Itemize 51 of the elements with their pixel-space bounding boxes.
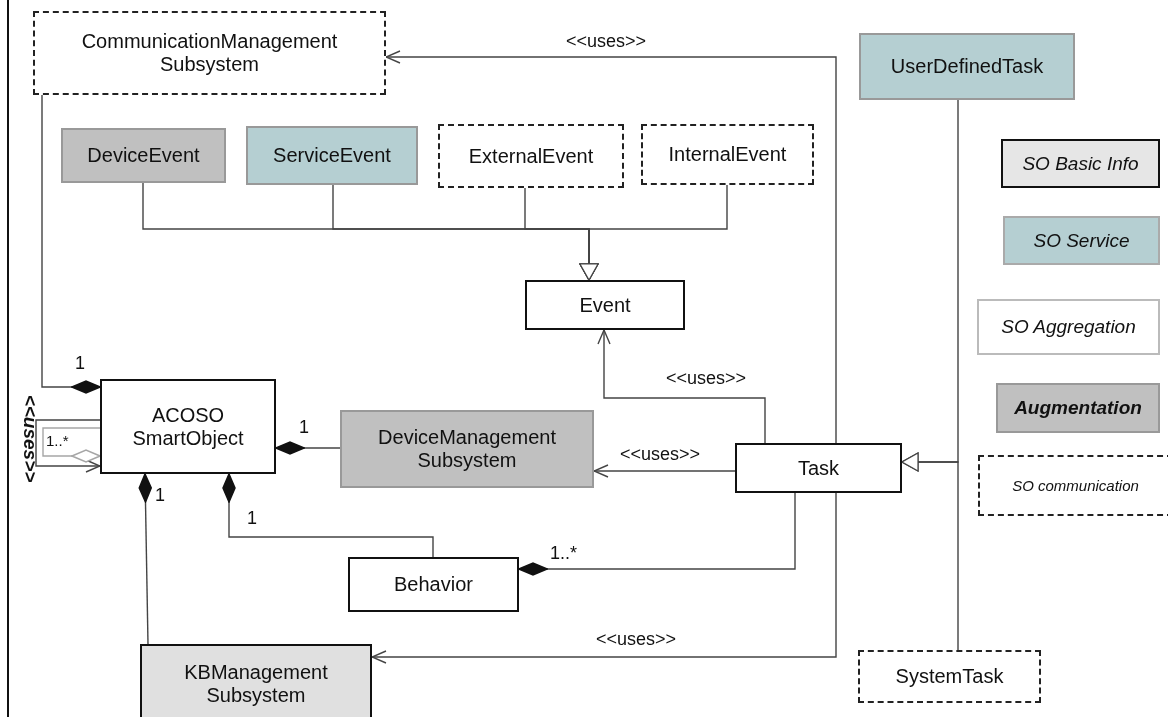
connector: [371, 492, 837, 664]
class-box: [858, 650, 1041, 703]
connector: [42, 427, 101, 463]
connector: [35, 419, 101, 473]
connector: [41, 94, 101, 394]
edge-label: 1..*: [45, 433, 70, 448]
class-box: [859, 33, 1075, 100]
class-box: [246, 126, 418, 185]
edge-label: 1: [246, 509, 258, 527]
edge-label: 1: [74, 354, 86, 372]
class-name: Event: [579, 293, 631, 317]
edge-label: 1: [154, 486, 166, 504]
connector: [385, 50, 837, 444]
legend-label: SO Basic Info: [1022, 152, 1139, 175]
class-name: DeviceEvent: [87, 144, 200, 167]
connector: [597, 329, 766, 444]
edge-label: <<uses>>: [21, 393, 41, 484]
connector: [222, 473, 434, 558]
class-box: [100, 379, 276, 474]
connector: [275, 441, 341, 455]
class-box: [140, 644, 372, 717]
class-box: [340, 410, 594, 488]
class-name: InternalEvent: [668, 143, 787, 166]
legend-label: SO communication: [1012, 477, 1139, 494]
class-box: [641, 124, 814, 185]
connector: [518, 492, 796, 576]
class-box: [438, 124, 624, 188]
class-name: DeviceManagement Subsystem: [377, 426, 557, 472]
class-name: CommunicationManagement Subsystem: [80, 30, 339, 76]
class-name: ServiceEvent: [273, 144, 391, 167]
class-name: UserDefinedTask: [890, 55, 1044, 78]
class-box: [348, 557, 519, 612]
legend-label: Augmentation: [1014, 397, 1142, 419]
class-name: Task: [797, 456, 840, 480]
class-box: [33, 11, 386, 95]
legend-label: SO Aggregation: [1001, 316, 1136, 338]
class-name: ACOSO SmartObject: [131, 403, 245, 450]
legend-label: SO Service: [1033, 229, 1130, 252]
connector: [138, 473, 152, 645]
class-box: [525, 280, 685, 330]
edge-label: 1..*: [549, 544, 579, 562]
connector: [901, 452, 959, 651]
class-name: ExternalEvent: [468, 144, 594, 168]
class-name: SystemTask: [895, 665, 1004, 688]
connector: [579, 184, 728, 281]
class-name: Behavior: [394, 573, 473, 596]
connector: [593, 464, 736, 478]
class-name: KBManagement Subsystem: [183, 661, 329, 707]
edge-label: 1: [298, 418, 310, 436]
class-box: [61, 128, 226, 183]
class-box: [735, 443, 902, 493]
